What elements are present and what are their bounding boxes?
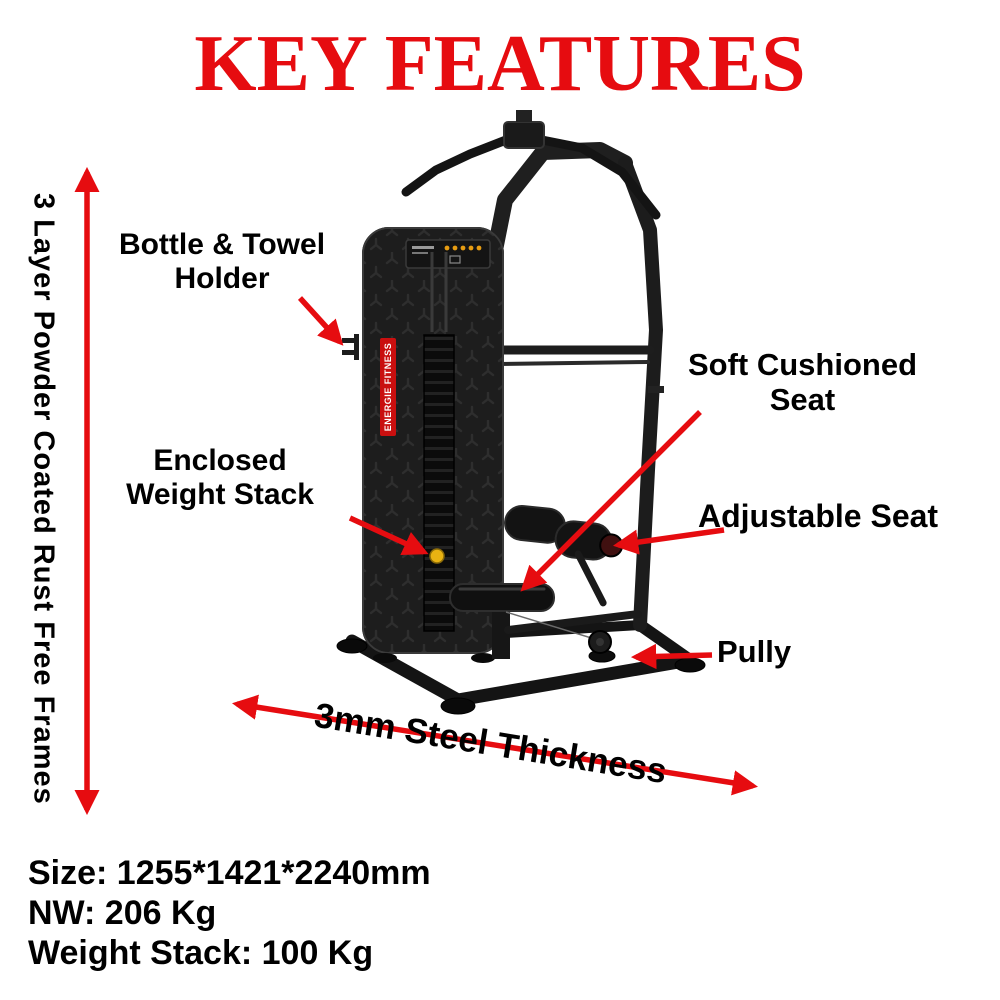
- callout-seat-line1: Soft Cushioned: [687, 347, 918, 382]
- callout-adjustable-seat: Adjustable Seat: [698, 498, 998, 534]
- spec-weight-stack: Weight Stack: 100 Kg: [28, 934, 374, 972]
- frame-feature-label: 3 Layer Powder Coated Rust Free Frames: [27, 193, 60, 805]
- brand-strip: ENERGIE FITNESS: [380, 338, 396, 436]
- weight-tower: ENERGIE FITNESS: [362, 227, 504, 663]
- callout-soft-seat: Soft Cushioned Seat: [665, 347, 940, 417]
- weight-pin: [429, 548, 445, 564]
- callout-weight-line1: Enclosed: [153, 444, 287, 477]
- machine-illustration: ENERGIE FITNESS: [336, 110, 706, 715]
- callout-seat-line2: Seat: [769, 382, 836, 418]
- weight-stack-arrow: [348, 515, 429, 556]
- bottle-holder-bracket: [342, 334, 359, 360]
- callout-bottle-holder: Bottle & Towel Holder: [82, 228, 362, 296]
- callout-pulley-label: Pully: [717, 634, 792, 669]
- spec-size: Size: 1255*1421*2240mm: [28, 854, 431, 892]
- weight-stack-slot: [423, 334, 455, 632]
- machine-frame: [487, 142, 664, 632]
- spec-list: Size: 1255*1421*2240mm NW: 206 Kg Weight…: [28, 853, 431, 973]
- callout-weight-stack: Enclosed Weight Stack: [85, 444, 355, 512]
- soft-seat-arrow: [520, 410, 702, 592]
- bottle-holder-arrow: [297, 296, 344, 346]
- callout-weight-line2: Weight Stack: [126, 477, 314, 511]
- callout-pulley: Pully: [717, 634, 867, 669]
- brand-label: ENERGIE FITNESS: [383, 343, 393, 432]
- pulldown-bar: [401, 110, 661, 220]
- tower-label-plate: [405, 239, 491, 269]
- spec-net-weight: NW: 206 Kg: [28, 894, 217, 932]
- callout-bottle-line1: Bottle & Towel: [118, 228, 326, 261]
- callout-bottle-line2: Holder: [174, 261, 270, 295]
- page-title: KEY FEATURES: [194, 20, 806, 108]
- steel-thickness-double-arrow: [232, 694, 758, 796]
- annotation-arrows: [74, 166, 758, 816]
- adjustable-seat-arrow: [612, 527, 725, 555]
- callout-adjustable-label: Adjustable Seat: [698, 498, 939, 534]
- pulley-arrow: [630, 643, 713, 670]
- pulley: [505, 611, 612, 654]
